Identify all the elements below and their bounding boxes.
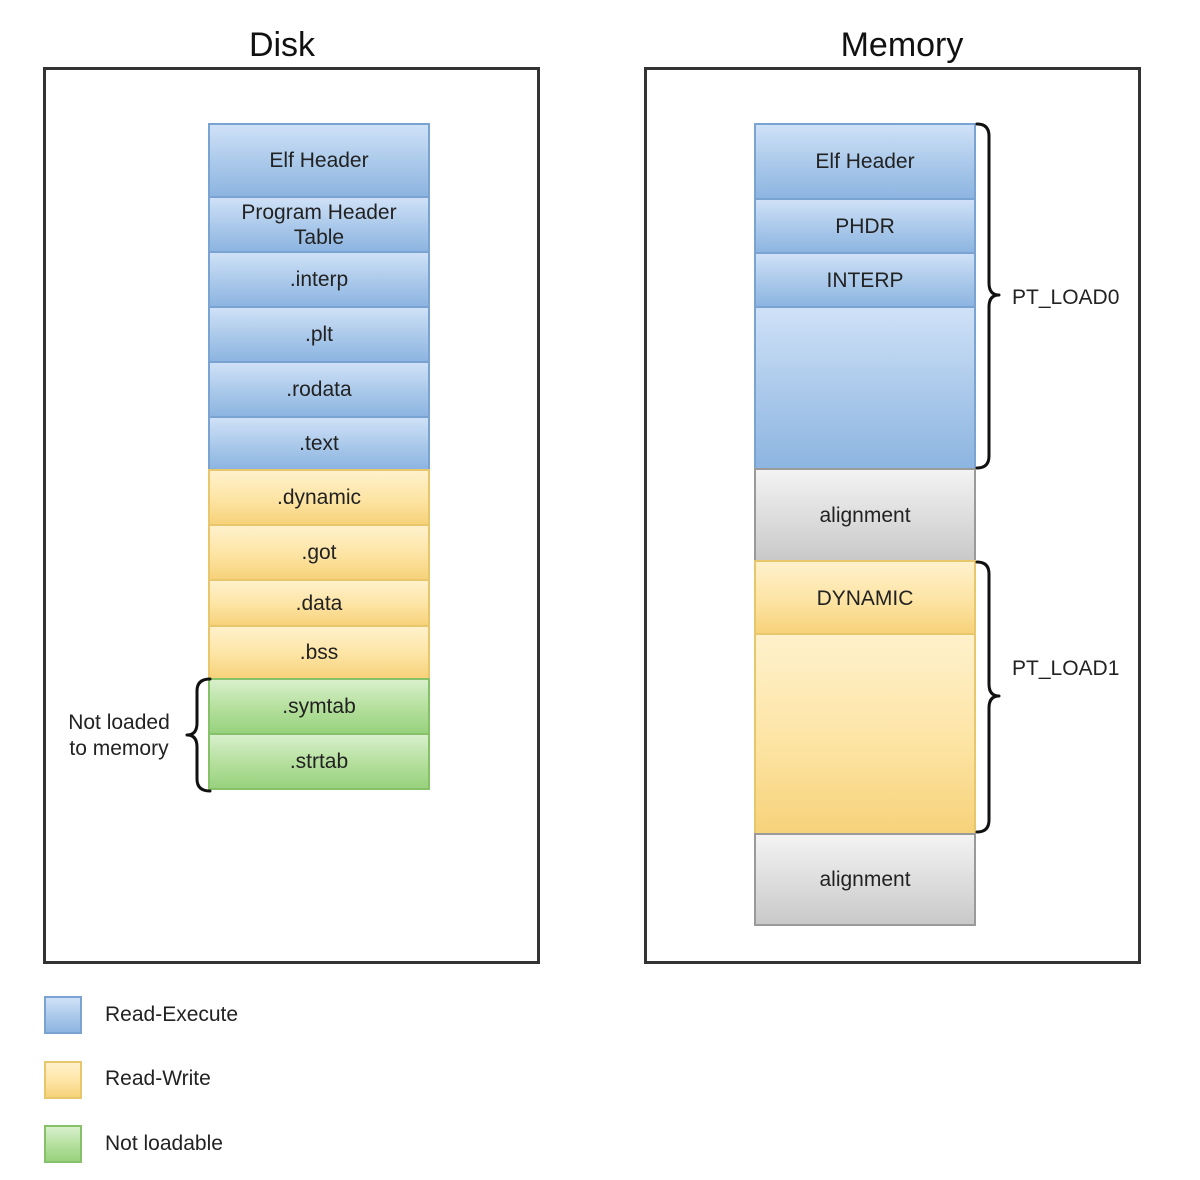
legend-swatch-read-write <box>44 1061 82 1099</box>
disk-segment-interp: .interp <box>208 251 430 308</box>
disk-segment-strtab: .strtab <box>208 733 430 790</box>
memory-title: Memory <box>840 26 964 64</box>
memory-segment-phdr: PHDR <box>754 198 976 254</box>
memory-segment-load0-body <box>754 306 976 470</box>
disk-segment-text: .text <box>208 416 430 471</box>
pt-load1-label: PT_LOAD1 <box>1012 657 1120 680</box>
memory-segment-interp: INTERP <box>754 252 976 308</box>
pt-load0-label: PT_LOAD0 <box>1012 286 1120 309</box>
disk-stack: Elf Header Program Header Table .interp … <box>208 123 430 790</box>
disk-segment-bss: .bss <box>208 625 430 680</box>
memory-segment-load1-body <box>754 633 976 835</box>
memory-segment-alignment-2: alignment <box>754 833 976 926</box>
disk-segment-got: .got <box>208 524 430 581</box>
legend-swatch-not-loadable <box>44 1125 82 1163</box>
disk-title: Disk <box>248 26 316 64</box>
disk-segment-plt: .plt <box>208 306 430 363</box>
pt-load1-brace <box>975 560 1001 834</box>
disk-segment-elf-header: Elf Header <box>208 123 430 198</box>
disk-segment-program-header-table: Program Header Table <box>208 196 430 253</box>
disk-segment-rodata: .rodata <box>208 361 430 418</box>
not-loaded-brace <box>185 677 212 793</box>
memory-stack: Elf Header PHDR INTERP alignment DYNAMIC… <box>754 123 976 926</box>
memory-segment-elf-header: Elf Header <box>754 123 976 200</box>
legend-label-read-write: Read-Write <box>105 1067 211 1090</box>
legend-label-read-execute: Read-Execute <box>105 1003 239 1026</box>
memory-segment-alignment-1: alignment <box>754 468 976 562</box>
disk-segment-dynamic: .dynamic <box>208 469 430 526</box>
memory-segment-dynamic: DYNAMIC <box>754 560 976 635</box>
disk-segment-symtab: .symtab <box>208 678 430 735</box>
not-loaded-note: Not loaded to memory <box>68 711 170 760</box>
legend-label-not-loadable: Not loadable <box>105 1132 223 1155</box>
pt-load0-brace <box>975 122 1001 470</box>
legend-swatch-read-execute <box>44 996 82 1034</box>
disk-segment-data: .data <box>208 579 430 627</box>
